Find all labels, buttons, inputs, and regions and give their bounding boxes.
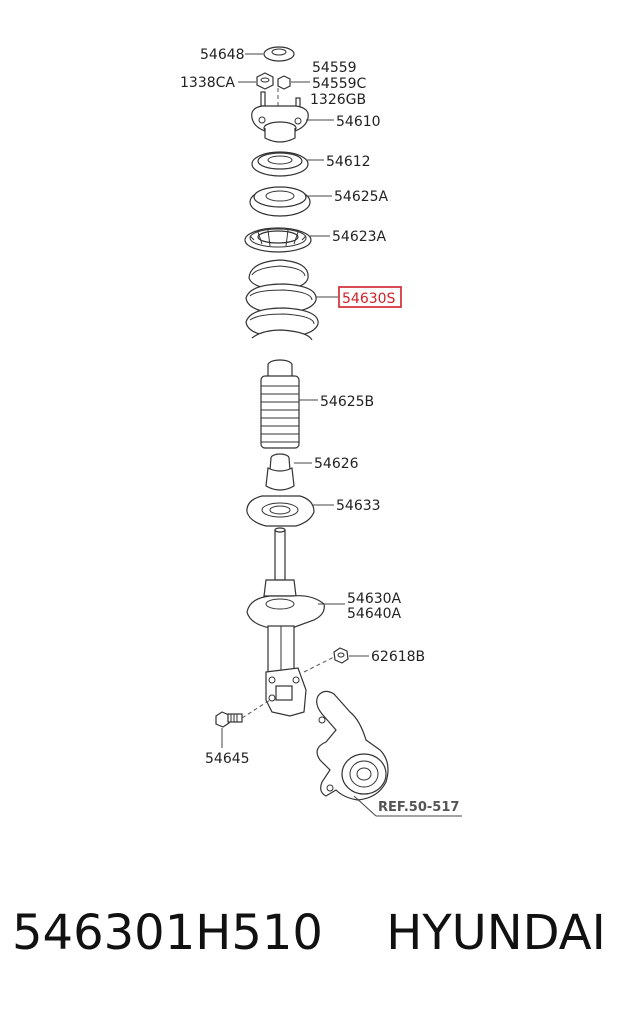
part-54648-cap[interactable] <box>263 46 295 62</box>
part-54633-lower-pad[interactable] <box>246 495 315 527</box>
part-54625B-dust-boot[interactable] <box>260 359 300 449</box>
label-1326GB: 1326GB <box>310 92 366 108</box>
label-54612: 54612 <box>326 154 371 170</box>
dash-54645 <box>241 699 271 719</box>
part-54612-bearing[interactable] <box>251 151 309 177</box>
label-1338CA: 1338CA <box>180 75 235 91</box>
leader-ref <box>353 795 377 817</box>
label-54648: 54648 <box>200 47 245 63</box>
part-54625A-spring-seat[interactable] <box>249 186 311 217</box>
label-54630S[interactable]: 54630S <box>342 291 396 307</box>
dash-62618B <box>303 656 335 673</box>
footer-caption: 546301H510 HYUNDAI <box>12 905 612 975</box>
part-54630S-coil-spring[interactable] <box>245 259 319 341</box>
strut-exploded-diagram: 54648 1338CA 54559 54559C 1326GB 54610 5… <box>180 46 462 817</box>
label-54630A: 54630A <box>347 591 402 607</box>
part-54630A-strut-assembly[interactable] <box>246 527 325 717</box>
label-ref-50-517[interactable]: REF.50-517 <box>378 800 459 815</box>
label-54559: 54559 <box>312 60 357 76</box>
label-54625B: 54625B <box>320 394 374 410</box>
label-54623A: 54623A <box>332 229 387 245</box>
part-54623A-spring-pad[interactable] <box>244 227 312 253</box>
part-62618B-nut[interactable] <box>333 647 349 664</box>
label-54645: 54645 <box>205 751 250 767</box>
part-number: 546301H510 <box>12 905 323 961</box>
part-54645-bolt[interactable] <box>215 711 243 728</box>
label-62618B: 62618B <box>371 649 425 665</box>
label-54625A: 54625A <box>334 189 389 205</box>
label-54559C: 54559C <box>312 76 367 92</box>
label-54640A: 54640A <box>347 606 402 622</box>
label-54633: 54633 <box>336 498 381 514</box>
highlight-54630S <box>338 286 402 308</box>
label-54610: 54610 <box>336 114 381 130</box>
part-54610-mount[interactable] <box>251 91 309 143</box>
label-54626: 54626 <box>314 456 359 472</box>
part-1338CA-nut[interactable] <box>256 72 274 90</box>
part-54626-bump-stopper[interactable] <box>265 453 295 491</box>
brand-name: HYUNDAI <box>386 905 606 961</box>
part-54559-nut[interactable] <box>277 75 291 90</box>
part-knuckle-reference[interactable] <box>316 690 389 801</box>
